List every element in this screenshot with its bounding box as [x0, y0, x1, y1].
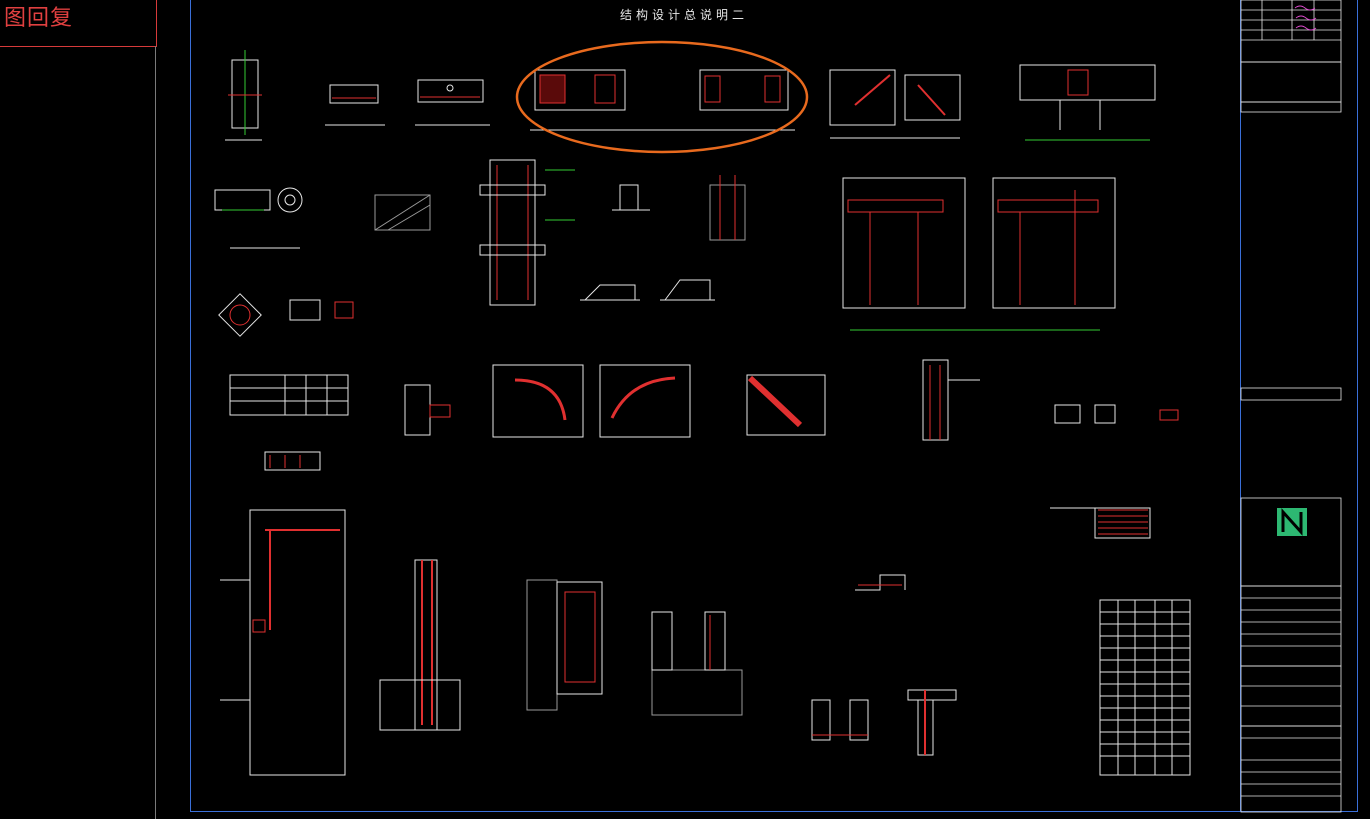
- left-panel: [0, 0, 157, 47]
- detail-21-tall-column: [379, 559, 461, 731]
- detail-3-beam-end: [415, 79, 490, 126]
- company-logo: [1277, 508, 1307, 536]
- detail-10-wall-cap: [612, 175, 746, 241]
- detail-1-column-section: [225, 50, 262, 141]
- detail-20-wall-elevation: [220, 509, 346, 776]
- markup-circle: [515, 40, 809, 154]
- detail-14-bar-bundle: [264, 451, 321, 471]
- schedule-table-2: [1099, 599, 1191, 776]
- detail-6-slab-opening: [1019, 64, 1156, 141]
- detail-7-pipe-sleeve: [214, 187, 303, 249]
- detail-17-wall-junction: [922, 359, 980, 441]
- detail-19-stair-landing: [1050, 507, 1151, 539]
- detail-13-beam-ends: [580, 279, 715, 301]
- detail-23-step-section: [651, 611, 743, 716]
- drawing-frame: [190, 0, 1358, 812]
- detail-5-corner: [829, 69, 961, 139]
- detail-11-frame-elevation: [842, 177, 1116, 331]
- drawing-title: 结构设计总说明二: [620, 8, 749, 22]
- detail-18-small-sections: [1054, 404, 1179, 424]
- sheet-separator: [155, 46, 156, 819]
- detail-2-beam-joint: [325, 84, 385, 126]
- detail-15-lintel: [404, 384, 451, 436]
- title-block-border: [1240, 0, 1241, 812]
- detail-22-opening-frame: [526, 579, 603, 711]
- title-block: [1240, 0, 1342, 813]
- detail-24-small-beam: [855, 574, 906, 591]
- reply-label: 图回复: [4, 6, 74, 31]
- detail-12-round-column: [218, 293, 354, 337]
- detail-4-beam-reinforcement: [530, 69, 795, 131]
- detail-8-wall-section: [374, 194, 431, 231]
- detail-16-bend-fans: [492, 364, 826, 438]
- detail-25-upturn-beams: [811, 689, 957, 756]
- schedule-table-1: [229, 374, 349, 416]
- signature-marks: [1294, 5, 1317, 31]
- detail-9-column-stack: [479, 159, 575, 306]
